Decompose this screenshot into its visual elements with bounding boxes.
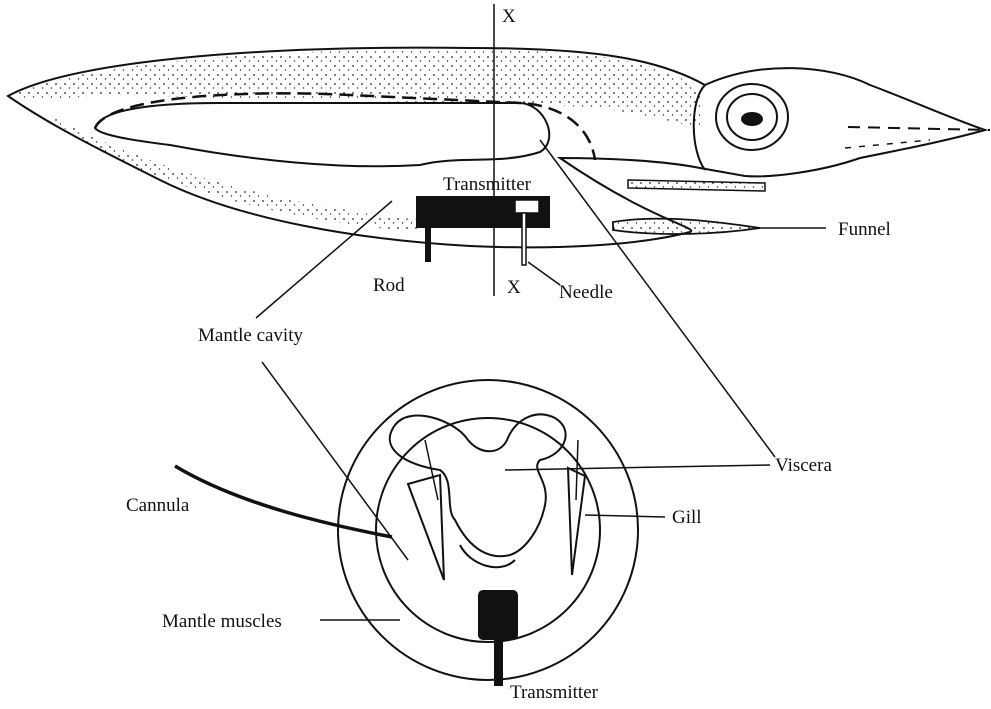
rod-shape <box>425 226 431 262</box>
label-transmitter-bottom: Transmitter <box>510 682 599 703</box>
label-viscera: Viscera <box>775 455 832 476</box>
mouth-dashes <box>848 127 990 130</box>
leader-viscera-cross <box>505 465 770 470</box>
leader-needle <box>528 262 560 285</box>
label-mantle-muscles: Mantle muscles <box>162 611 282 632</box>
leader-mantle-cavity-cross <box>262 362 408 560</box>
arm-stippled <box>628 180 765 191</box>
gill-left <box>408 475 444 580</box>
label-mantle-cavity: Mantle cavity <box>198 325 303 346</box>
funnel-shape <box>613 219 760 234</box>
label-section-top: X <box>502 6 516 27</box>
label-cannula: Cannula <box>126 495 190 516</box>
transmitter-cross-body <box>478 590 518 640</box>
viscera-cross-shape <box>390 414 566 556</box>
transmitter-cross-stem <box>494 638 503 686</box>
leader-gill <box>585 515 665 517</box>
needle-shape <box>522 213 526 265</box>
gill-right-stalk <box>576 440 578 500</box>
eye-pupil <box>741 112 763 126</box>
cannula-tube <box>175 466 392 537</box>
mantle-cavity-outline <box>95 103 549 166</box>
label-gill: Gill <box>672 507 702 528</box>
label-rod: Rod <box>373 275 405 296</box>
label-needle: Needle <box>559 282 613 303</box>
cross-section-view <box>175 380 638 686</box>
label-transmitter-top: Transmitter <box>443 174 532 195</box>
label-funnel: Funnel <box>838 219 891 240</box>
transmitter-side-window <box>515 200 539 213</box>
label-section-bottom: X <box>507 277 521 298</box>
mantle-wall-stipple <box>10 50 700 130</box>
